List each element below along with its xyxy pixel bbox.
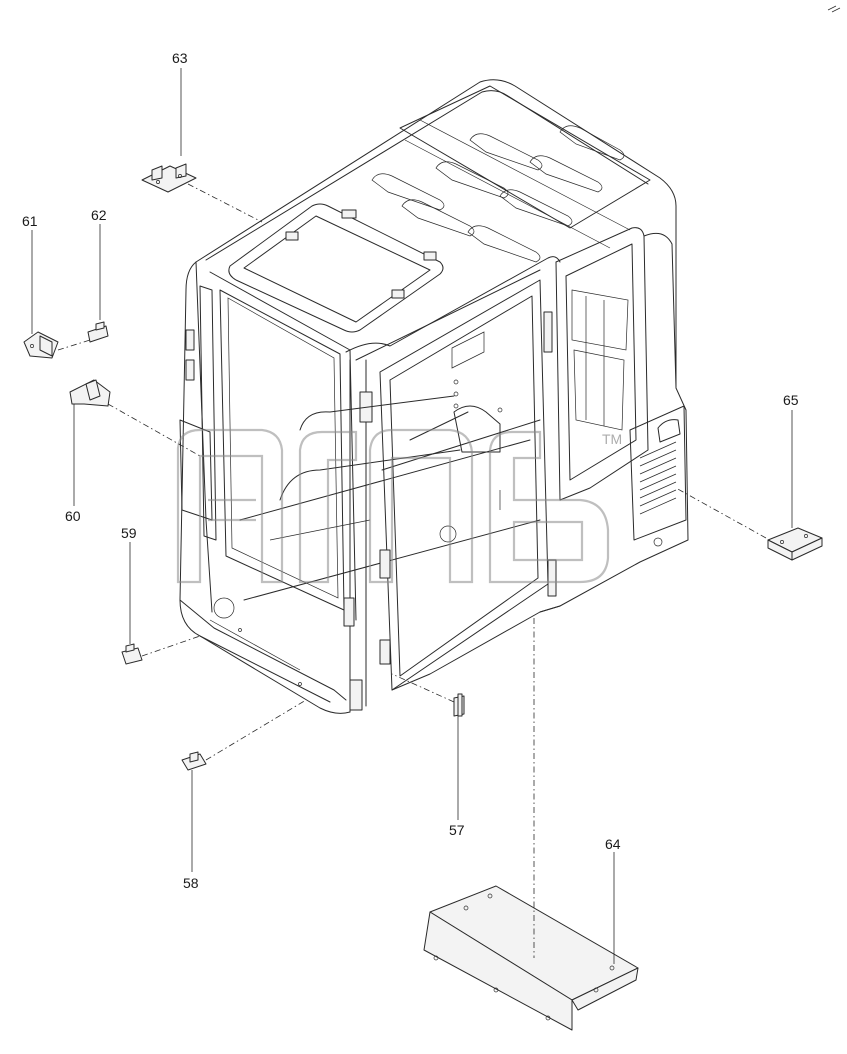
callout-64: 64 bbox=[605, 836, 621, 852]
part-59-latch bbox=[121, 542, 201, 665]
part-62-pin bbox=[87, 224, 109, 343]
part-61-hinge-plate bbox=[23, 230, 91, 359]
callout-62: 62 bbox=[91, 207, 107, 223]
corner-mark bbox=[827, 5, 841, 13]
callout-57: 57 bbox=[449, 822, 465, 838]
watermark-text: TM bbox=[602, 431, 622, 447]
watermark-logo: TM bbox=[176, 428, 622, 584]
callout-58: 58 bbox=[183, 875, 199, 891]
part-60-bracket bbox=[69, 379, 201, 506]
cab-body bbox=[179, 79, 689, 714]
part-58-latch bbox=[181, 699, 307, 872]
callout-60: 60 bbox=[65, 508, 81, 524]
callout-65: 65 bbox=[783, 392, 799, 408]
part-65-bracket bbox=[675, 410, 823, 561]
part-57-latch bbox=[391, 673, 465, 820]
part-63-bracket bbox=[141, 68, 263, 223]
callout-61: 61 bbox=[22, 213, 38, 229]
callout-63: 63 bbox=[172, 50, 188, 66]
callout-59: 59 bbox=[121, 525, 137, 541]
part-64-cover-plate bbox=[423, 618, 639, 1031]
